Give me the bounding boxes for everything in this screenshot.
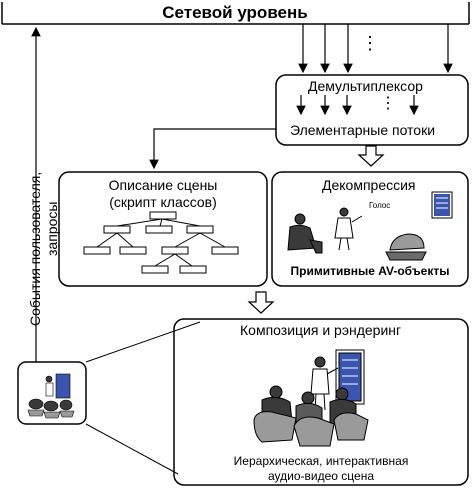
elementary-streams-label: Элементарные потоки bbox=[290, 122, 436, 138]
tree-node-i bbox=[179, 265, 207, 274]
demux-to-scene-connector bbox=[149, 128, 276, 170]
primitive-av-objects-label: Примитивные AV-объекты bbox=[290, 264, 450, 278]
network-level-label: Сетевой уровень bbox=[162, 3, 308, 22]
tree-node-d bbox=[83, 246, 111, 255]
tree-node-c bbox=[186, 225, 214, 234]
presentation-scene-clipart bbox=[253, 349, 369, 447]
class-tree bbox=[83, 211, 239, 274]
tree-node-h bbox=[141, 265, 169, 274]
composition-caption-2: аудио-видео сцена bbox=[268, 469, 374, 483]
tree-node-e bbox=[119, 246, 147, 255]
tree-node-root bbox=[149, 211, 177, 220]
scene-description-title-2: (скрипт классов) bbox=[109, 194, 217, 210]
tree-node-f bbox=[161, 246, 189, 255]
demux-to-decompression-arrow bbox=[357, 145, 385, 167]
vertical-dots-demux: ⋮ bbox=[380, 95, 396, 112]
perspective-line-top bbox=[85, 321, 201, 363]
demux-box bbox=[275, 74, 469, 146]
side-label-line1: События пользователя, bbox=[27, 171, 43, 326]
demux-title: Демультиплексор bbox=[308, 78, 423, 94]
side-label-line2: запросы bbox=[44, 201, 60, 256]
vertical-dots-network: ⋮ bbox=[361, 33, 379, 53]
screen-clipart bbox=[431, 191, 453, 219]
composition-caption-1: Иерархическая, интерактивная bbox=[233, 454, 409, 468]
seated-person-clipart bbox=[287, 213, 323, 254]
chair-clipart bbox=[385, 233, 427, 261]
composition-title: Композиция и рэндеринг bbox=[240, 322, 402, 338]
side-label: События пользователя, запросы bbox=[27, 26, 62, 326]
speaker-clipart bbox=[334, 207, 363, 251]
perspective-line-bottom bbox=[85, 423, 179, 475]
tree-node-a bbox=[103, 225, 131, 234]
tree-node-g bbox=[211, 246, 239, 255]
tree-node-b bbox=[145, 225, 173, 234]
scene-description-title-1: Описание сцены bbox=[108, 177, 218, 193]
voice-label: Голос bbox=[369, 201, 391, 210]
thumbnail-scene-clipart bbox=[27, 373, 75, 419]
to-composition-arrow bbox=[247, 291, 275, 314]
decompression-title: Декомпрессия bbox=[322, 177, 416, 193]
composition-box bbox=[173, 318, 469, 486]
